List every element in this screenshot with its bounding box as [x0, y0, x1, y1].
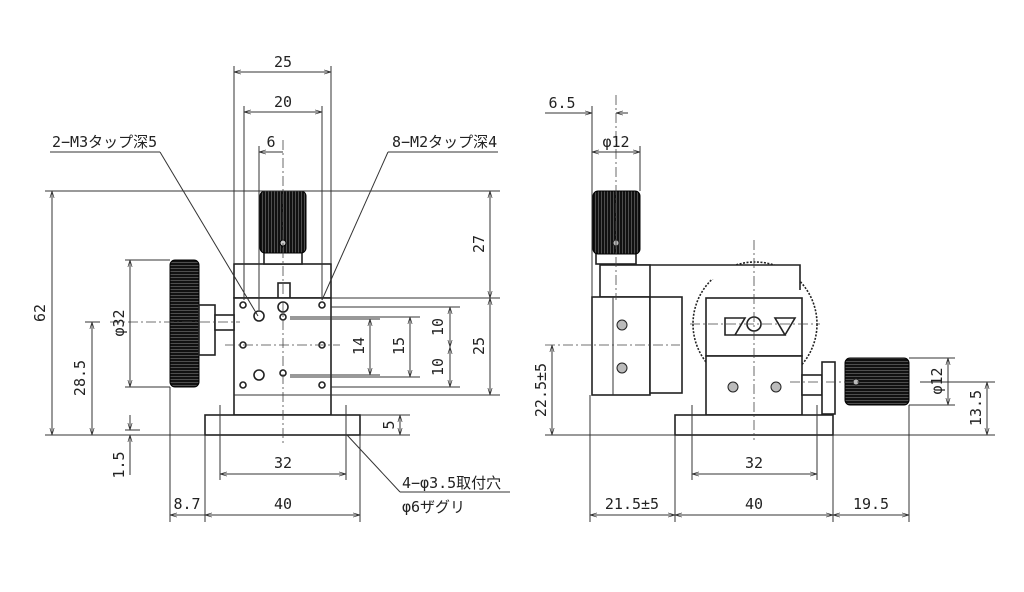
- dim-10-upper: 10: [429, 318, 447, 336]
- dim-15: 15: [390, 337, 408, 355]
- note-m3-tap: 2−M3タップ深5: [52, 133, 157, 151]
- dim-6: 6: [266, 133, 275, 151]
- note-counterbore: φ6ザグリ: [402, 498, 465, 516]
- dim-5: 5: [380, 420, 398, 429]
- dim-21-5: 21.5±5: [605, 495, 659, 513]
- side-knob: [844, 357, 910, 406]
- side-bracket: [821, 361, 836, 415]
- dim-phi12-side: φ12: [928, 367, 946, 394]
- dim-10-lower: 10: [429, 358, 447, 376]
- tap-holes: [239, 301, 326, 389]
- arm: [599, 264, 651, 298]
- dim-19-5: 19.5: [853, 495, 889, 513]
- dim-22-5: 22.5±5: [532, 363, 550, 417]
- side-shaft: [198, 304, 216, 356]
- dim-6-5: 6.5: [548, 94, 575, 112]
- dim-40: 40: [274, 495, 292, 513]
- dim-13-5: 13.5: [967, 390, 985, 426]
- front-view: 25 20 6 2−M3タップ深5 8−M2タップ深4 62 28.5 φ32 …: [31, 53, 510, 522]
- dim-32: 32: [745, 454, 763, 472]
- side-knob: [169, 259, 200, 388]
- dim-phi12-top: φ12: [602, 133, 629, 151]
- base-plate: [204, 414, 361, 436]
- dim-14: 14: [350, 337, 368, 355]
- side-view: 6.5 φ12 22.5±5 φ12 13.5 32 21.5±5 40 19.…: [532, 94, 995, 522]
- side-shaft: [801, 374, 823, 396]
- dim-1-5: 1.5: [110, 451, 128, 478]
- dim-8-7: 8.7: [173, 495, 200, 513]
- dim-phi32: φ32: [110, 309, 128, 336]
- side-bracket: [214, 314, 235, 331]
- screw-shaft: [277, 282, 291, 299]
- dim-27: 27: [470, 235, 488, 253]
- left-block: [591, 296, 651, 396]
- dim-28-5: 28.5: [71, 360, 89, 396]
- dim-25: 25: [274, 53, 292, 71]
- dim-32: 32: [274, 454, 292, 472]
- dim-62: 62: [31, 304, 49, 322]
- dim-40: 40: [745, 495, 763, 513]
- note-m2-tap: 8−M2タップ深4: [392, 133, 497, 151]
- dim-25-height: 25: [470, 337, 488, 355]
- top-knob: [592, 190, 641, 255]
- note-mount-hole: 4−φ3.5取付穴: [402, 474, 501, 492]
- dim-20: 20: [274, 93, 292, 111]
